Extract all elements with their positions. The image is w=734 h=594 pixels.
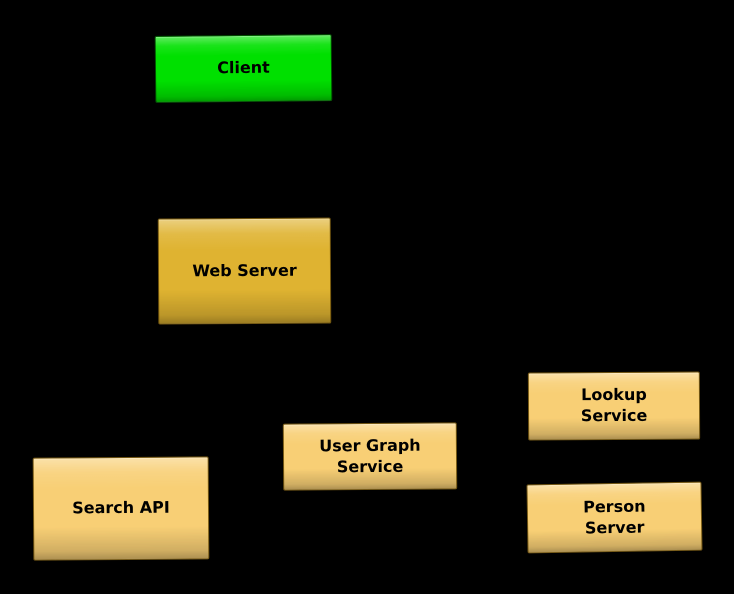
node-lookup-service: Lookup Service (527, 371, 701, 441)
node-search-api: Search API (32, 456, 210, 561)
node-client: Client (154, 34, 333, 103)
node-person-server: Person Server (526, 481, 703, 554)
node-web-server: Web Server (157, 217, 332, 325)
node-user-graph-service: User Graph Service (282, 422, 458, 491)
